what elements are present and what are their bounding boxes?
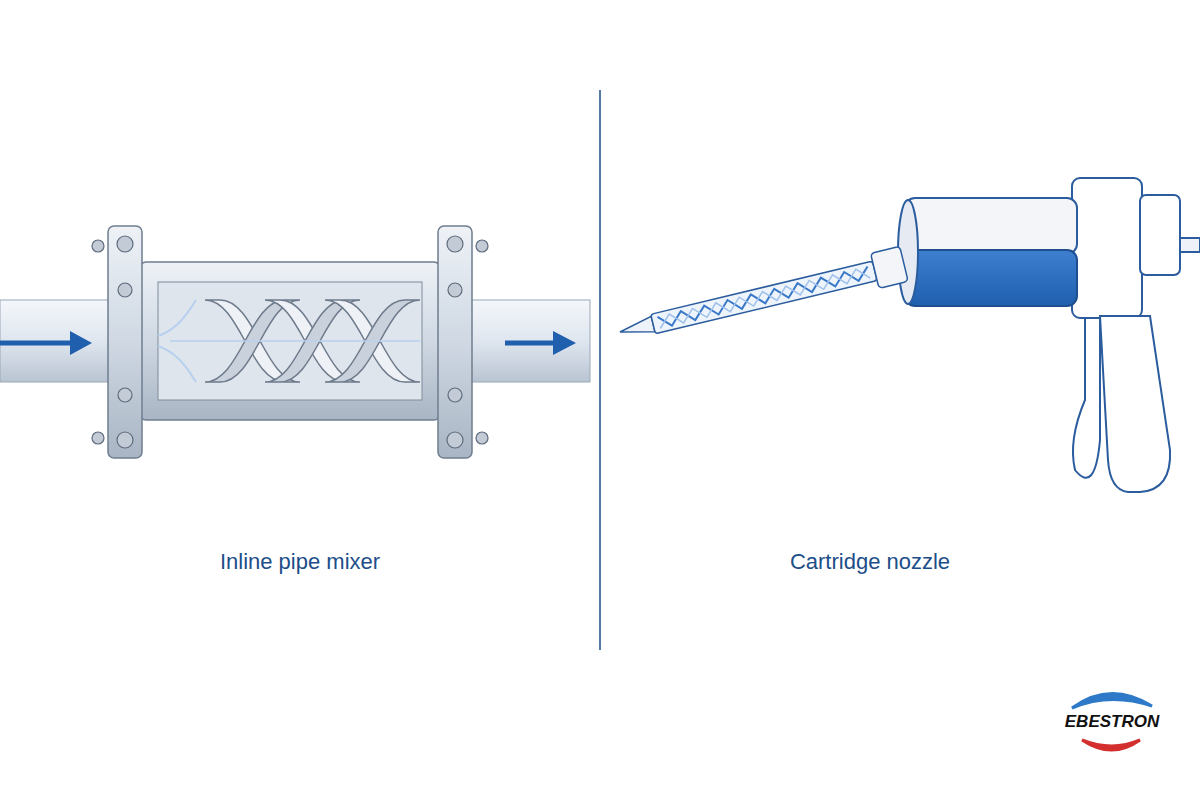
pipe-mixer (0, 226, 590, 458)
figure-caption: Cartridge nozzle (790, 549, 950, 575)
logo-text: EBESTRON (1065, 712, 1159, 732)
divider (599, 90, 601, 650)
figure-caption: Inline pipe mixer (220, 549, 380, 575)
cartridge-gun (616, 178, 1200, 492)
